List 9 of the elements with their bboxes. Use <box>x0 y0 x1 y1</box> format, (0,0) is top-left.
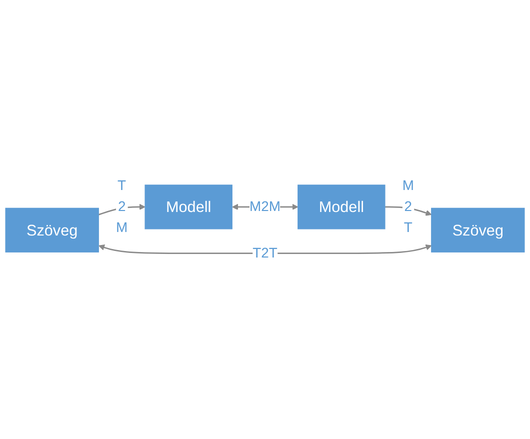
edge-label: T 2 M <box>116 178 128 236</box>
node-box: Szöveg <box>431 208 525 252</box>
node-box: Modell <box>298 184 386 230</box>
edge-label: M 2 T <box>402 178 414 236</box>
edge-label: T2T <box>252 245 278 261</box>
edge-label: M2M <box>250 199 280 214</box>
node-box: Modell <box>144 184 232 230</box>
node-box: Szöveg <box>5 208 99 252</box>
arrow <box>98 244 432 254</box>
